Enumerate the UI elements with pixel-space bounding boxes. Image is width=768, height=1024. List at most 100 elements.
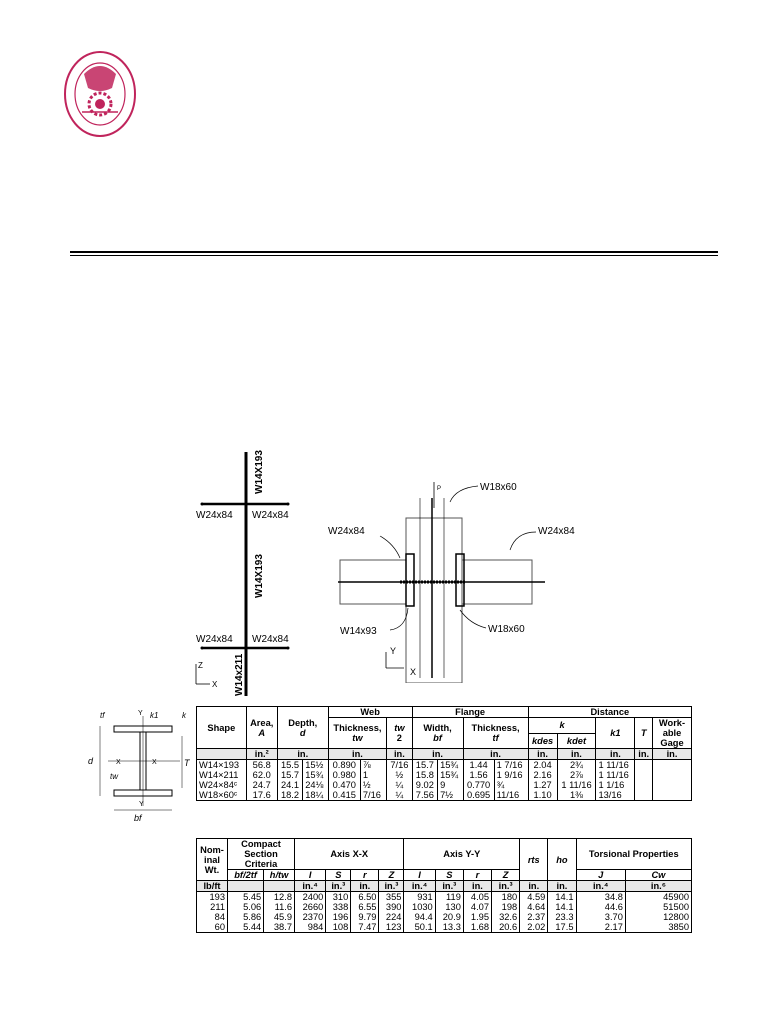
- table-cell: 2.04: [527, 759, 558, 770]
- unit-cell: in.³: [434, 880, 464, 892]
- col-shape: Shape: [196, 706, 247, 749]
- table-cell: 12.8: [263, 891, 295, 902]
- table-cell: 0.980: [327, 770, 361, 780]
- table-cell: 2660: [293, 902, 327, 912]
- col-depth: Depth,d: [276, 706, 329, 749]
- col-zx-text: Z: [388, 870, 395, 880]
- col-area-sym: A: [258, 727, 266, 738]
- table-cell: 11/16: [493, 790, 529, 801]
- axis-y-label: Y: [390, 646, 396, 656]
- unit-gage: in.: [652, 748, 692, 760]
- unit-cell: in.⁴: [403, 880, 436, 892]
- table-cell: 355: [378, 891, 405, 902]
- table-cell: 6.55: [350, 902, 380, 912]
- col-width-text: Width,: [423, 723, 452, 733]
- table-cell: 1.95: [462, 912, 493, 922]
- unit-shape: [196, 748, 247, 760]
- group-axis-xx: Axis X-X: [293, 838, 405, 870]
- col-tw2-num: tw: [394, 723, 405, 733]
- group-distance: Distance: [527, 706, 693, 718]
- col-zy-text: Z: [502, 870, 509, 880]
- table-cell: ½: [359, 780, 388, 790]
- table-cell: 1 11/16: [556, 780, 597, 790]
- table-cell: 2.16: [527, 770, 558, 780]
- table-cell: 15.7: [276, 770, 304, 780]
- unit-cell: lb/ft: [196, 880, 228, 892]
- dimensions-table: Shape Area,A Depth,d Web Flange Distance…: [196, 706, 693, 801]
- table-cell: 45900: [624, 891, 693, 902]
- elevation-drawing: W14X193 W14X193 W14x211 W24x84 W24x84 W2…: [195, 450, 290, 696]
- table-cell: 119: [434, 891, 464, 902]
- unit-web-thk: in.: [327, 748, 388, 760]
- tf-label: tf: [100, 711, 105, 720]
- shape-cell: W24×84ᶜ: [196, 780, 247, 790]
- table-cell: 5.86: [226, 912, 265, 922]
- col-depth-sym: d: [299, 727, 306, 738]
- group-torsional: Torsional Properties: [575, 838, 692, 870]
- table-cell: 45.9: [263, 912, 295, 922]
- t-label: T: [184, 758, 191, 768]
- table-cell: 14.1: [547, 902, 577, 912]
- table-cell: 18.2: [276, 790, 304, 801]
- y-top-label: Y: [138, 710, 143, 717]
- col-bf2tf-text: bf/2tf: [234, 870, 257, 880]
- table-cell: 390: [378, 902, 405, 912]
- col-ix: I: [293, 869, 327, 881]
- col-nominal-wt: Nom-inal Wt.: [196, 838, 228, 881]
- table-cell: 310: [325, 891, 352, 902]
- table-cell: 7½: [437, 790, 464, 801]
- col-depth-text: Depth,: [288, 717, 318, 728]
- unit-tw2: in.: [386, 748, 413, 760]
- table-cell: 1 1/16: [595, 780, 636, 790]
- unit-T: in.: [634, 748, 653, 760]
- col-ho-text: ho: [556, 854, 568, 865]
- table-cell: 60: [196, 922, 228, 933]
- col-htw: h/tw: [263, 869, 295, 881]
- table-cell: 20.9: [434, 912, 464, 922]
- col-sx-text: S: [335, 870, 342, 880]
- col-sy-text: S: [446, 870, 453, 880]
- table-cell: 1.56: [462, 770, 495, 780]
- table-cell: 931: [403, 891, 436, 902]
- table-cell: 211: [196, 902, 228, 912]
- axis-z-label: Z: [198, 661, 203, 670]
- table-cell: 1 9/16: [493, 770, 529, 780]
- table-cell: ⅞: [359, 759, 388, 770]
- group-k-text: k: [559, 720, 565, 731]
- table-cell: 4.64: [519, 902, 549, 912]
- unit-cell: [263, 880, 295, 892]
- col-j: J: [575, 869, 626, 881]
- col-width-sym: bf: [433, 733, 442, 743]
- table-cell: 1 11/16: [595, 770, 636, 780]
- unit-cell: in.³: [491, 880, 521, 892]
- table-cell: 196: [325, 912, 352, 922]
- table-cell: 1 7/16: [493, 759, 529, 770]
- table-cell: [652, 780, 692, 790]
- table-cell: 15¾: [437, 759, 464, 770]
- beam-right-label: W24x84: [538, 526, 575, 537]
- table-cell: 23.3: [547, 912, 577, 922]
- table-cell: 1030: [403, 902, 436, 912]
- table-cell: 4.07: [462, 902, 493, 912]
- table-cell: 4.05: [462, 891, 493, 902]
- table-cell: 84: [196, 912, 228, 922]
- group-axis-yy: Axis Y-Y: [403, 838, 521, 870]
- table-cell: 2370: [293, 912, 327, 922]
- table-cell: 20.6: [491, 922, 521, 933]
- unit-cell: in.: [350, 880, 380, 892]
- p-label: P: [437, 486, 441, 492]
- table-cell: 7/16: [386, 759, 413, 770]
- col-web-thk-sym: tw: [352, 733, 363, 743]
- column-label: W14x93: [340, 626, 377, 637]
- table-cell: 5.06: [226, 902, 265, 912]
- table-cell: 51500: [624, 902, 693, 912]
- col-T-text: T: [640, 728, 647, 738]
- col-gage: Work-able Gage: [652, 717, 692, 749]
- table-cell: 5.45: [226, 891, 265, 902]
- table-cell: [652, 759, 692, 770]
